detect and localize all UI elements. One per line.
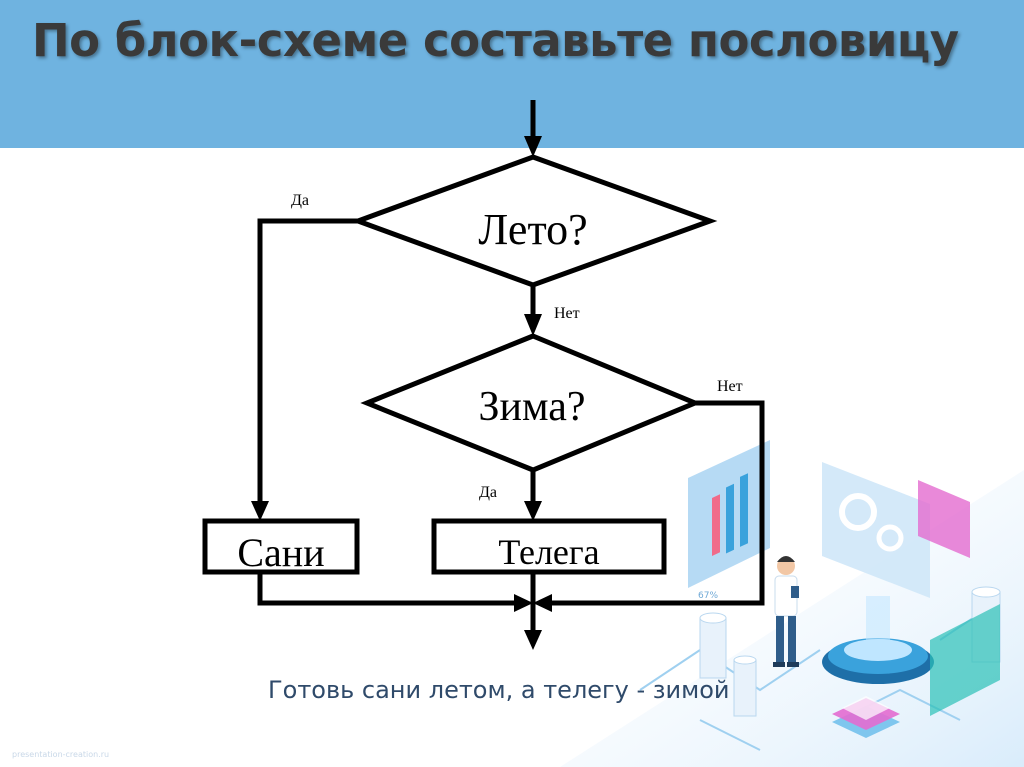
decision-summer-text: Лето? [478,205,587,254]
connector-sani-merge [260,572,518,603]
label-no-2: Нет [717,378,743,395]
connector-yes-1-arrowhead [251,501,269,521]
label-no-1: Нет [554,305,580,322]
exit-arrowhead [524,630,542,650]
connector-yes-1 [260,221,358,505]
footer-watermark: presentation-creation.ru [12,750,109,759]
connector-yes-2-arrowhead [524,501,542,521]
entry-arrowhead [524,136,542,157]
connector-no-1-arrowhead [524,314,542,336]
bar-chart-panel: 67% [688,440,770,601]
box-sani-text: Сани [237,530,324,575]
proverb-answer: Готовь сани летом, а телегу - зимой [268,676,730,704]
connector-sani-arrowhead [514,594,533,612]
percent-label: 67% [698,591,718,601]
decision-winter-text: Зима? [478,384,585,430]
label-yes-1: Да [291,192,309,209]
connector-no-2-arrowhead [533,594,552,612]
label-yes-2: Да [479,484,497,501]
box-telega-text: Телега [498,532,599,572]
